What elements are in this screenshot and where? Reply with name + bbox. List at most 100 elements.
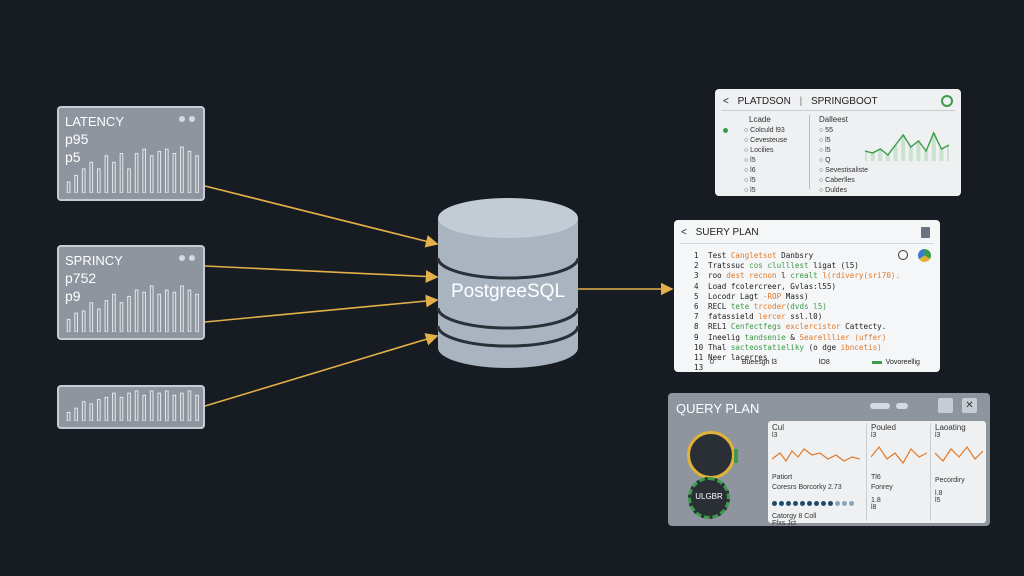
column-title: Dalleest: [819, 115, 848, 124]
metric-foot: l.8: [935, 490, 943, 497]
gauge-handle: [734, 449, 738, 463]
platform-card[interactable]: < PLATDSON | SPRINGBOOT Lcade ○ Colculd …: [715, 89, 961, 196]
code-token: Cangletsot: [730, 251, 777, 260]
code-token: -ROP: [762, 291, 782, 301]
right-column: Dalleest ○ 55○ l5○ l5○ Q○ Sevestisaliste…: [819, 115, 891, 196]
bar: [187, 150, 192, 193]
spark-bar: [878, 149, 883, 161]
metric-value: l3: [871, 432, 877, 439]
code-token: (uffer): [849, 332, 887, 342]
list-label: ○ Q: [819, 157, 831, 164]
header-divider: [680, 243, 934, 244]
bar: [149, 285, 154, 332]
metric-column: Pouled l3 Tl6 Fonrey 1.8 l8: [866, 423, 929, 521]
list-item: ○ 55: [819, 126, 891, 136]
back-button[interactable]: <: [681, 227, 687, 238]
panel-line-3: p5: [65, 149, 81, 165]
bookmark-icon[interactable]: [921, 227, 930, 238]
list-label: ○ l5: [819, 147, 831, 154]
list-label: ○ l5: [744, 177, 756, 184]
spark-bar: [908, 147, 913, 161]
panel-line-1: SPRINCY: [65, 253, 123, 268]
list-label: ○ Duldes: [819, 187, 847, 194]
bullet-icon: [723, 158, 728, 163]
metric-title: Cul: [772, 423, 785, 432]
bar: [112, 161, 116, 193]
code-token: tandsenie: [744, 332, 786, 342]
bar: [134, 390, 139, 421]
bar: [96, 168, 101, 193]
bar: [104, 396, 109, 421]
list-label: ○ Locilies: [744, 147, 774, 154]
metric-title: Pouled: [871, 423, 896, 432]
bar: [112, 293, 116, 332]
list-label: ○ l5: [819, 137, 831, 144]
back-button[interactable]: <: [723, 96, 729, 107]
progress-dot: [821, 501, 826, 506]
metric-value: l3: [935, 432, 941, 439]
code-token: Load: [708, 281, 731, 291]
gauge-label: ULGBR: [695, 492, 723, 501]
line-number: 8: [694, 322, 699, 332]
spark-bar: [916, 141, 921, 161]
metric-column: Cul l3 Patiort Coresrs Borcorky 2.73 Cat…: [771, 423, 861, 527]
palette-icon[interactable]: [918, 249, 931, 262]
green-sparkline: [865, 131, 949, 161]
code-token: Thal: [708, 342, 731, 352]
metric-foot: Coresrs Borcorky 2.73: [772, 484, 842, 491]
progress-dot: [828, 501, 833, 506]
list-label: ○ Sevestisaliste: [819, 167, 868, 174]
bar: [180, 146, 184, 193]
list-item: ○ Caberlles: [819, 176, 891, 186]
spark-bar: [870, 153, 875, 161]
panel-line-3: p9: [65, 288, 81, 304]
arrow-metrics-to-db: [204, 333, 439, 407]
code-token: REL1: [708, 322, 731, 332]
progress-dot: [849, 501, 854, 506]
progress-dot: [807, 501, 812, 506]
bullet-icon: [723, 188, 728, 193]
list-item: ○ Cevesteuse: [723, 136, 807, 146]
database-cylinder-icon[interactable]: PostgreeSQL: [436, 196, 580, 372]
spark-bar: [931, 133, 936, 161]
code-token: Ineelig: [708, 332, 745, 342]
edit-icon[interactable]: [938, 398, 953, 413]
metric-foot: l5: [935, 497, 941, 504]
line-number: 6: [694, 302, 699, 312]
toolbar-pill[interactable]: [870, 403, 890, 409]
metrics-panel[interactable]: [57, 385, 205, 429]
code-token: (o dge: [804, 342, 841, 352]
query-plan-dashboard[interactable]: QUERY PLAN ✕ ULGBR Cul l3 Patiort Coresr…: [668, 393, 990, 527]
orange-sparkline: [870, 445, 928, 465]
code-token: tete: [730, 302, 754, 312]
close-icon[interactable]: ✕: [962, 398, 977, 413]
progress-dot: [772, 501, 777, 506]
search-icon[interactable]: [898, 250, 908, 260]
bullet-icon: [723, 138, 728, 143]
bar: [112, 392, 116, 421]
arrow-springy-to-db: [204, 265, 439, 283]
code-token: l(rdivery(sri70).: [817, 271, 901, 281]
metrics-area: [768, 421, 986, 523]
list-item: ○ Q: [819, 156, 891, 166]
code-token: Mass): [781, 291, 809, 301]
springy-panel[interactable]: SPRINCY p752 p9: [57, 245, 205, 340]
toolbar-pill[interactable]: [896, 403, 908, 409]
code-token: sacteostatieliky: [730, 342, 805, 352]
list-label: ○ Cevesteuse: [744, 137, 788, 144]
bar: [180, 285, 184, 332]
latency-panel[interactable]: LATENCY p95 p5: [57, 106, 205, 201]
progress-dot: [800, 501, 805, 506]
list-label: ○ Caberlles: [819, 177, 855, 184]
code-token: &: [785, 332, 800, 342]
code-token: trcoder: [753, 302, 786, 312]
line-number: 10: [694, 342, 704, 352]
